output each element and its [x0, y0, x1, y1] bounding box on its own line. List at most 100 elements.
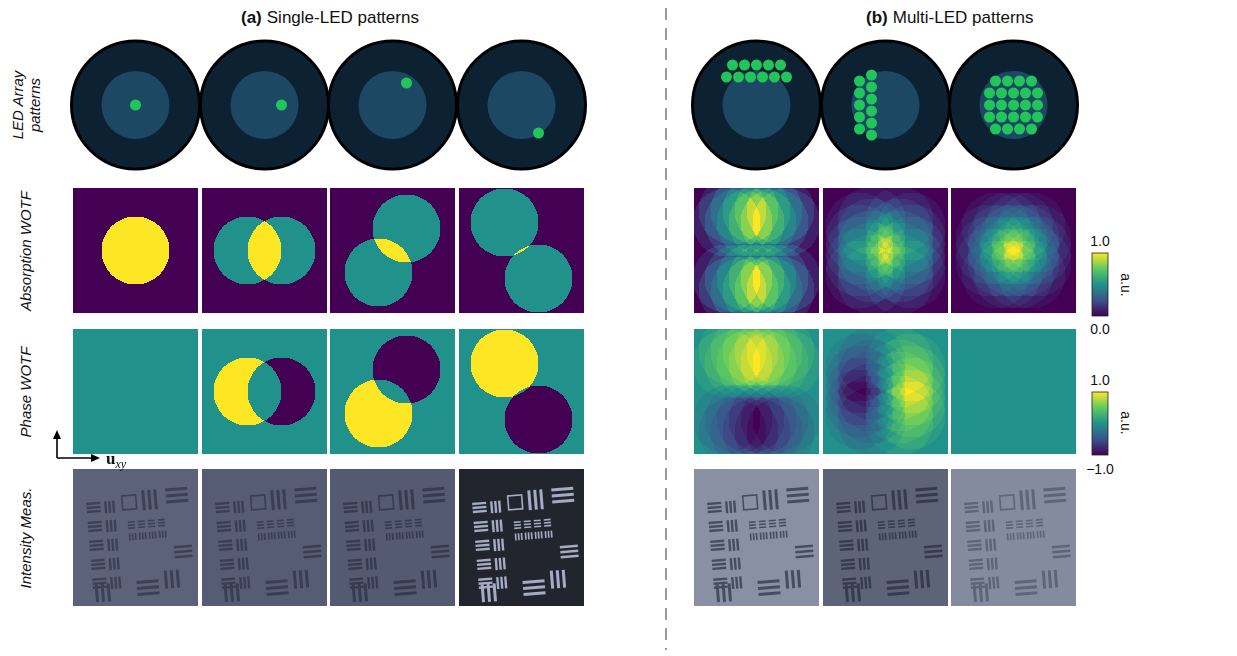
led-dot — [866, 70, 877, 81]
led-dot — [866, 94, 877, 105]
brightfield-region — [980, 71, 1048, 139]
led-dot — [1008, 112, 1019, 123]
row-label: LED Array patterns — [9, 57, 44, 153]
led-dot — [1032, 88, 1043, 99]
led-dot — [984, 88, 995, 99]
axis-symbol: u — [106, 449, 115, 469]
brightfield-region — [852, 71, 920, 139]
led-dot — [781, 72, 792, 83]
intensity-measurement — [694, 469, 819, 606]
axis-subscript: xy — [115, 457, 126, 472]
row-label: Intensity Meas. — [17, 487, 34, 588]
led-dot — [533, 128, 544, 139]
led-array-disc — [822, 41, 950, 169]
colorbar — [1092, 392, 1108, 455]
led-dot — [1008, 100, 1019, 111]
absorption-wotf — [459, 188, 584, 313]
led-dot — [854, 112, 865, 123]
led-array-disc — [693, 41, 821, 169]
led-array-group — [72, 41, 1078, 169]
phase-wotf — [330, 329, 455, 454]
colorbar-tick: 1.0 — [1090, 372, 1109, 388]
absorption-wotf — [823, 188, 948, 313]
brightfield-region — [488, 71, 556, 139]
led-dot — [996, 100, 1007, 111]
brightfield-region — [723, 71, 791, 139]
led-dot — [866, 130, 877, 141]
led-dot — [996, 88, 1007, 99]
led-array-disc — [72, 41, 200, 169]
led-dot — [401, 78, 412, 89]
absorption-wotf — [202, 188, 327, 313]
phase-wotf — [694, 329, 819, 454]
phase-wotf — [73, 329, 198, 454]
led-dot — [1020, 112, 1031, 123]
led-dot — [854, 76, 865, 87]
label-group: uxy — [106, 449, 126, 469]
label-group: (a)Single-LED patterns — [241, 8, 419, 28]
colorbar-tick: −1.0 — [1086, 461, 1114, 477]
led-dot — [733, 72, 744, 83]
colorbar-unit: a.u. — [1118, 411, 1134, 434]
panel-letter: (a) — [241, 8, 262, 28]
led-dot — [1032, 112, 1043, 123]
led-dot — [727, 60, 738, 71]
led-dot — [854, 100, 865, 111]
led-dot — [1008, 88, 1019, 99]
phase-wotf — [823, 329, 948, 454]
led-dot — [763, 60, 774, 71]
intensity-measurement — [459, 469, 584, 606]
led-dot — [276, 100, 287, 111]
row-label: Absorption WOTF — [17, 190, 34, 310]
led-dot — [866, 118, 877, 129]
led-dot — [1002, 124, 1013, 135]
led-dot — [866, 82, 877, 93]
led-dot — [1026, 124, 1037, 135]
brightfield-region — [359, 71, 427, 139]
led-dot — [745, 72, 756, 83]
led-dot — [866, 106, 877, 117]
led-array-disc — [458, 41, 586, 169]
led-dot — [1014, 124, 1025, 135]
led-dot — [1020, 100, 1031, 111]
label-group: (b)Multi-LED patterns — [866, 8, 1034, 28]
led-dot — [1020, 88, 1031, 99]
panel-title: Single-LED patterns — [267, 8, 419, 28]
colorbar-tick: 0.0 — [1090, 321, 1109, 337]
absorption-wotf — [951, 188, 1076, 313]
absorption-wotf — [330, 188, 455, 313]
panel-separator — [665, 8, 667, 650]
panel-letter: (b) — [866, 8, 888, 28]
absorption-wotf — [694, 188, 819, 313]
led-dot — [990, 124, 1001, 135]
phase-wotf — [951, 329, 1076, 454]
led-dot — [990, 76, 1001, 87]
led-dot — [854, 124, 865, 135]
led-dot — [775, 60, 786, 71]
led-dot — [984, 100, 995, 111]
intensity-measurement — [330, 469, 455, 606]
led-dot — [757, 72, 768, 83]
colorbar — [1092, 253, 1108, 316]
led-array-disc — [950, 41, 1078, 169]
intensity-measurement — [951, 469, 1076, 606]
led-dot — [1032, 100, 1043, 111]
colorbar-tick: 1.0 — [1090, 233, 1109, 249]
brightfield-region — [102, 71, 170, 139]
row-label: Phase WOTF — [17, 346, 34, 437]
phase-wotf — [202, 329, 327, 454]
led-dot — [996, 112, 1007, 123]
led-dot — [751, 60, 762, 71]
led-array-disc — [329, 41, 457, 169]
led-dot — [984, 112, 995, 123]
phase-wotf — [459, 329, 584, 454]
panel-title: Multi-LED patterns — [893, 8, 1034, 28]
led-dot — [854, 88, 865, 99]
led-dot — [769, 72, 780, 83]
colorbar-unit: a.u. — [1118, 273, 1134, 296]
brightfield-region — [231, 71, 299, 139]
led-dot — [739, 60, 750, 71]
led-dot — [1002, 76, 1013, 87]
intensity-measurement — [73, 469, 198, 606]
led-dot — [721, 72, 732, 83]
